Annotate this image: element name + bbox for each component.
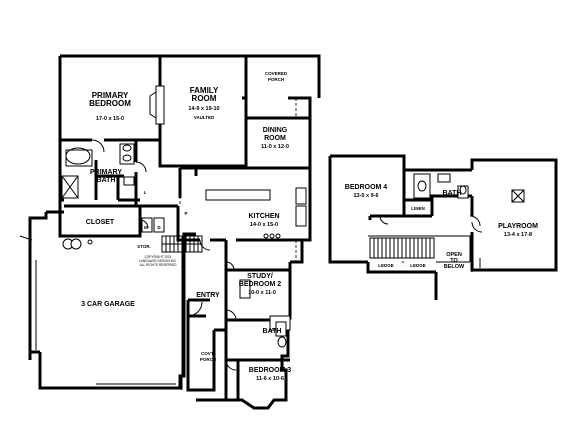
bedroom4-name: BEDROOM 4 [345, 184, 388, 191]
door-swings [91, 139, 237, 371]
bedroom4-dims: 13-0 x 9-6 [353, 193, 378, 199]
dashed-openings [179, 98, 297, 262]
closet-name: CLOSET [86, 219, 115, 226]
garage-name: 3 CAR GARAGE [81, 301, 135, 308]
upper-door-swings [379, 215, 483, 233]
bath-main-name: BATH [263, 328, 282, 335]
label-l: L [144, 190, 147, 195]
family-room-note: VAULTED [194, 115, 215, 120]
upper-floor-labels: BEDROOM 4 13-0 x 9-6 BATH LINEN PLAYROOM… [345, 184, 538, 270]
entry-name: ENTRY [196, 292, 220, 299]
linen-name: LINEN [411, 206, 425, 211]
bedroom3-name: BEDROOM 3 [249, 367, 292, 374]
dining-room-dims: 11-0 x 12-0 [261, 144, 289, 150]
label-p: P [184, 211, 187, 216]
primary-bedroom-dims: 17-0 x 15-0 [96, 116, 124, 122]
upper-floor [328, 154, 558, 300]
family-room-dims: 14-9 x 19-10 [188, 106, 219, 112]
kitchen-name: KITCHEN [248, 213, 279, 220]
study-name: STUDY/BEDROOM 2 [239, 273, 282, 288]
ledge2-name: LEDGE [410, 263, 426, 268]
label-w: W [144, 225, 149, 230]
main-floor [19, 54, 321, 410]
playroom-name: PLAYROOM [498, 223, 538, 230]
label-d: D [157, 225, 161, 230]
ledge1-name: LEDGE [378, 263, 394, 268]
stor-name: STOR. [137, 244, 151, 249]
stairs-main [161, 235, 203, 253]
garage-detail [35, 260, 176, 385]
stairs-upper [369, 237, 435, 263]
upper-fixtures [413, 173, 525, 203]
study-dims: 10-0 x 11-0 [248, 290, 276, 296]
playroom-dims: 13-4 x 17-8 [504, 232, 532, 238]
bath-upper-name: BATH [443, 190, 462, 197]
bedroom3-dims: 11-6 x 10-6 [256, 376, 284, 382]
kitchen-dims: 14-0 x 15-0 [250, 222, 278, 228]
